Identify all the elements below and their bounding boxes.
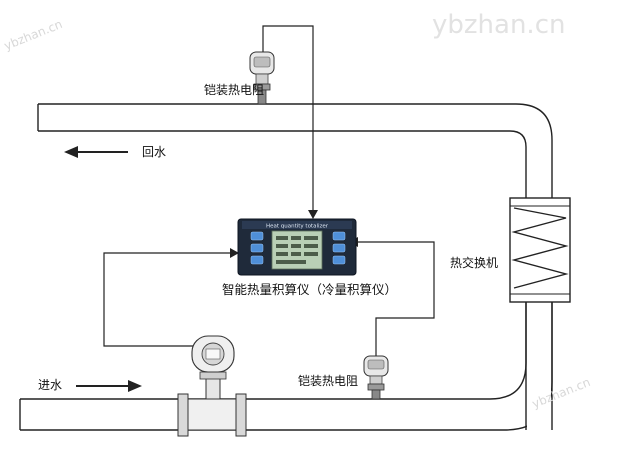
device-button-right-3[interactable] [332, 255, 346, 265]
return-pipe [37, 103, 553, 430]
device-button-left-2[interactable] [250, 243, 264, 253]
heat-exchanger [509, 197, 571, 303]
return-flow-arrow [64, 146, 128, 158]
device-button-left-3[interactable] [250, 255, 264, 265]
bottom-sensor-label: 铠装热电阻 [298, 374, 359, 388]
top-sensor-label: 铠装热电阻 [204, 83, 265, 97]
arrow-into-device-top [308, 210, 318, 219]
heat-exchanger-label: 热交换机 [450, 256, 499, 270]
inlet-flow-arrow [76, 380, 142, 392]
calculator-label: 智能热量积算仪（冷量积算仪） [222, 282, 398, 297]
electromagnetic-flowmeter [177, 335, 247, 437]
device-button-right-1[interactable] [332, 231, 346, 241]
watermark-top-right: ybzhan.cn [432, 10, 566, 40]
inlet-water-label: 进水 [38, 378, 63, 392]
device-button-left-1[interactable] [250, 231, 264, 241]
return-water-label: 回水 [142, 145, 167, 159]
device-button-right-2[interactable] [332, 243, 346, 253]
arrow-into-device-left [230, 248, 239, 258]
signal-wires [103, 25, 435, 356]
device-screen-digits [276, 236, 318, 264]
wire-top-sensor [262, 25, 314, 210]
bottom-armored-rtd-sensor [363, 355, 389, 400]
wire-bottom-sensor [358, 241, 435, 356]
inlet-pipe [19, 300, 553, 431]
top-armored-rtd-sensor [249, 51, 275, 105]
heat-quantity-totalizer: Heat quantity totalizer [237, 218, 357, 276]
heat-exchanger-coil [511, 207, 569, 289]
device-header-text: Heat quantity totalizer [266, 224, 329, 230]
wire-flowmeter [103, 252, 230, 347]
